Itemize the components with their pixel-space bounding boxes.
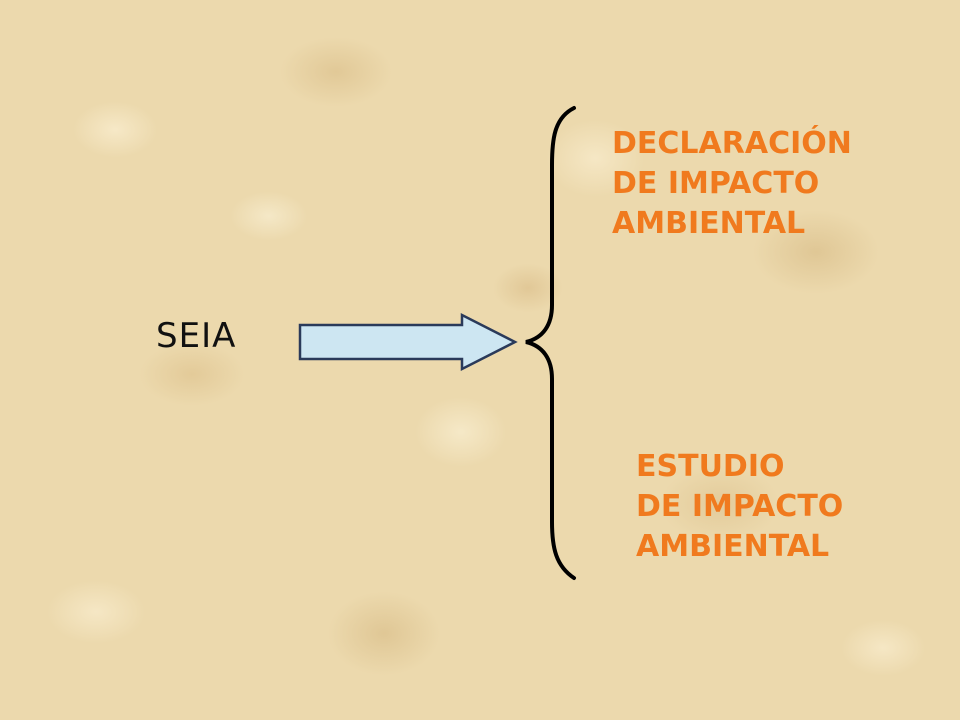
right-arrow <box>298 312 518 372</box>
declaracion-impacto-ambiental-label: DECLARACIÓN DE IMPACTO AMBIENTAL <box>612 124 852 244</box>
estudio-impacto-ambiental-label: ESTUDIO DE IMPACTO AMBIENTAL <box>636 447 843 567</box>
declaracion-line-3: AMBIENTAL <box>612 206 806 241</box>
estudio-line-1: ESTUDIO <box>636 449 785 484</box>
seia-label: SEIA <box>156 316 237 356</box>
estudio-line-3: AMBIENTAL <box>636 529 830 564</box>
estudio-line-2: DE IMPACTO <box>636 489 844 524</box>
curly-brace <box>525 106 576 580</box>
declaracion-line-2: DE IMPACTO <box>612 166 820 201</box>
declaracion-line-1: DECLARACIÓN <box>612 126 852 161</box>
